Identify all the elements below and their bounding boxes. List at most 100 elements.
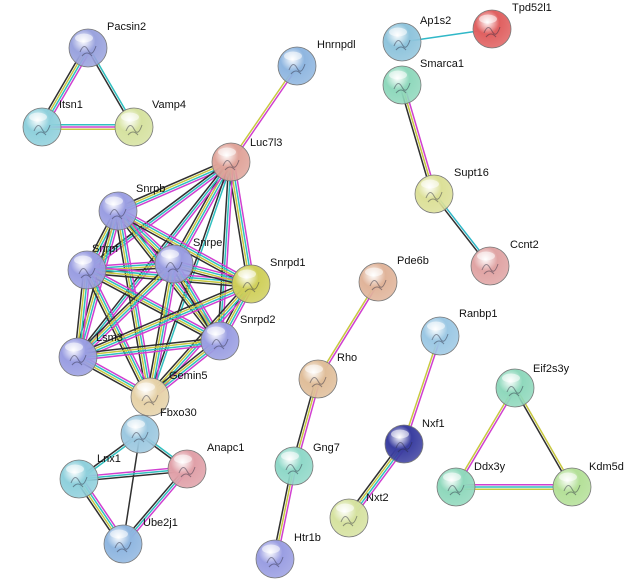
protein-structure-icon: [369, 279, 387, 291]
node-snrpe[interactable]: Snrpe: [154, 237, 222, 284]
protein-structure-icon: [393, 82, 411, 94]
edge-strand: [77, 339, 220, 357]
edge-strand: [86, 161, 232, 271]
protein-structure-icon: [79, 45, 97, 57]
node-ccnt2[interactable]: Ccnt2: [470, 239, 539, 286]
node-label: Hnrnpdl: [317, 39, 356, 51]
protein-structure-icon: [285, 463, 303, 475]
node-nxf1[interactable]: Nxf1: [384, 418, 445, 464]
node-highlight: [305, 364, 323, 374]
protein-structure-icon: [431, 333, 449, 345]
node-gng7[interactable]: Gng7: [274, 442, 340, 486]
node-eif2s3y[interactable]: Eif2s3y: [495, 363, 570, 408]
node-label: Rho: [337, 352, 357, 364]
node-gemin5[interactable]: Gemin5: [130, 370, 208, 417]
node-lnx1[interactable]: Lnx1: [59, 453, 121, 499]
node-label: Nxf1: [422, 418, 445, 430]
edge-strand: [77, 282, 251, 357]
node-highlight: [207, 326, 225, 336]
edge-strand: [116, 158, 230, 209]
node-pacsin2[interactable]: Pacsin2: [68, 21, 146, 68]
node-smarca1[interactable]: Smarca1: [382, 58, 464, 105]
node-label: Pacsin2: [107, 21, 146, 33]
node-htr1b[interactable]: Htr1b: [255, 532, 321, 579]
protein-structure-icon: [425, 191, 443, 203]
edge-strand: [88, 266, 222, 339]
node-label: Gemin5: [169, 370, 208, 382]
protein-structure-icon: [69, 354, 87, 366]
node-pde6b[interactable]: Pde6b: [358, 255, 429, 302]
node-highlight: [127, 419, 145, 429]
node-label: Tpd52l1: [512, 2, 552, 14]
edge-strand: [78, 341, 221, 359]
edge-snrpf-snrpd2: [85, 266, 222, 345]
node-highlight: [174, 454, 192, 464]
protein-structure-icon: [506, 385, 524, 397]
edge-strand: [231, 161, 253, 284]
edge-luc7l3-snrpd1: [227, 161, 255, 285]
node-nxt2[interactable]: Nxt2: [329, 492, 389, 538]
protein-structure-icon: [33, 124, 51, 136]
edge-strand: [227, 162, 249, 285]
edge-strand: [78, 343, 221, 362]
edge-strand: [85, 159, 231, 269]
node-rho[interactable]: Rho: [298, 352, 357, 399]
edge-strand: [86, 270, 220, 343]
node-highlight: [559, 472, 577, 482]
edge-luc7l3-snrpf: [85, 159, 233, 273]
node-highlight: [284, 51, 302, 61]
node-label: Snrpe: [193, 237, 222, 249]
edge-strand: [78, 286, 253, 361]
node-anapc1[interactable]: Anapc1: [167, 442, 244, 489]
edge-strand: [148, 263, 174, 397]
node-fbxo30[interactable]: Fbxo30: [120, 407, 197, 454]
protein-structure-icon: [288, 63, 306, 75]
node-supt16[interactable]: Supt16: [414, 167, 489, 214]
edge-strand: [83, 271, 148, 399]
protein-structure-icon: [340, 515, 358, 527]
edge-strand: [118, 209, 252, 284]
protein-structure-icon: [165, 261, 183, 273]
node-highlight: [161, 249, 179, 259]
node-itsn1[interactable]: Itsn1: [22, 99, 83, 147]
node-vamp4[interactable]: Vamp4: [114, 99, 186, 147]
node-snrpb[interactable]: Snrpb: [98, 183, 165, 231]
node-highlight: [427, 321, 445, 331]
node-label: Nxt2: [366, 492, 389, 504]
edge-strand: [229, 64, 297, 162]
node-highlight: [218, 147, 236, 157]
node-lsm3[interactable]: Lsm3: [58, 332, 123, 377]
edge-strand: [116, 211, 150, 398]
node-tpd52l1[interactable]: Tpd52l1: [472, 2, 552, 49]
edge-strand: [146, 263, 172, 397]
protein-structure-icon: [114, 541, 132, 553]
node-ube2j1[interactable]: Ube2j1: [103, 517, 178, 564]
node-ddx3y[interactable]: Ddx3y: [436, 461, 506, 507]
node-label: Pde6b: [397, 255, 429, 267]
edge-strand: [150, 264, 176, 398]
edge-strand: [75, 261, 173, 356]
node-ranbp1[interactable]: Ranbp1: [420, 308, 498, 356]
node-luc7l3[interactable]: Luc7l3: [211, 137, 282, 182]
node-snrpd2[interactable]: Snrpd2: [200, 314, 275, 361]
protein-structure-icon: [211, 338, 229, 350]
edge-strand: [77, 336, 220, 355]
node-snrpf[interactable]: Snrpf: [67, 243, 119, 290]
node-label: Snrpd2: [240, 314, 275, 326]
node-label: Lnx1: [97, 453, 121, 465]
node-label: Supt16: [454, 167, 489, 179]
node-snrpd1[interactable]: Snrpd1: [231, 257, 305, 304]
node-highlight: [75, 33, 93, 43]
edge-strand: [87, 269, 152, 397]
protein-structure-icon: [78, 267, 96, 279]
node-ap1s2[interactable]: Ap1s2: [382, 15, 451, 62]
node-hnrnpdl[interactable]: Hnrnpdl: [277, 39, 356, 86]
node-highlight: [137, 382, 155, 392]
node-highlight: [389, 70, 407, 80]
protein-structure-icon: [481, 263, 499, 275]
node-highlight: [65, 342, 83, 352]
node-label: Htr1b: [294, 532, 321, 544]
edge-strand: [152, 264, 178, 398]
node-kdm5d[interactable]: Kdm5d: [552, 461, 624, 507]
